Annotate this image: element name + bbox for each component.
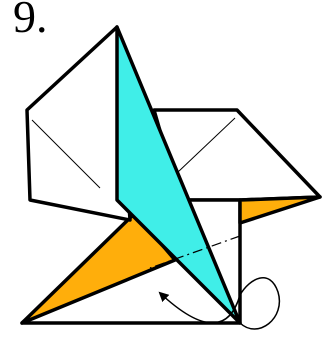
left-square-flap (27, 27, 130, 220)
right-orange-flap (240, 197, 320, 223)
